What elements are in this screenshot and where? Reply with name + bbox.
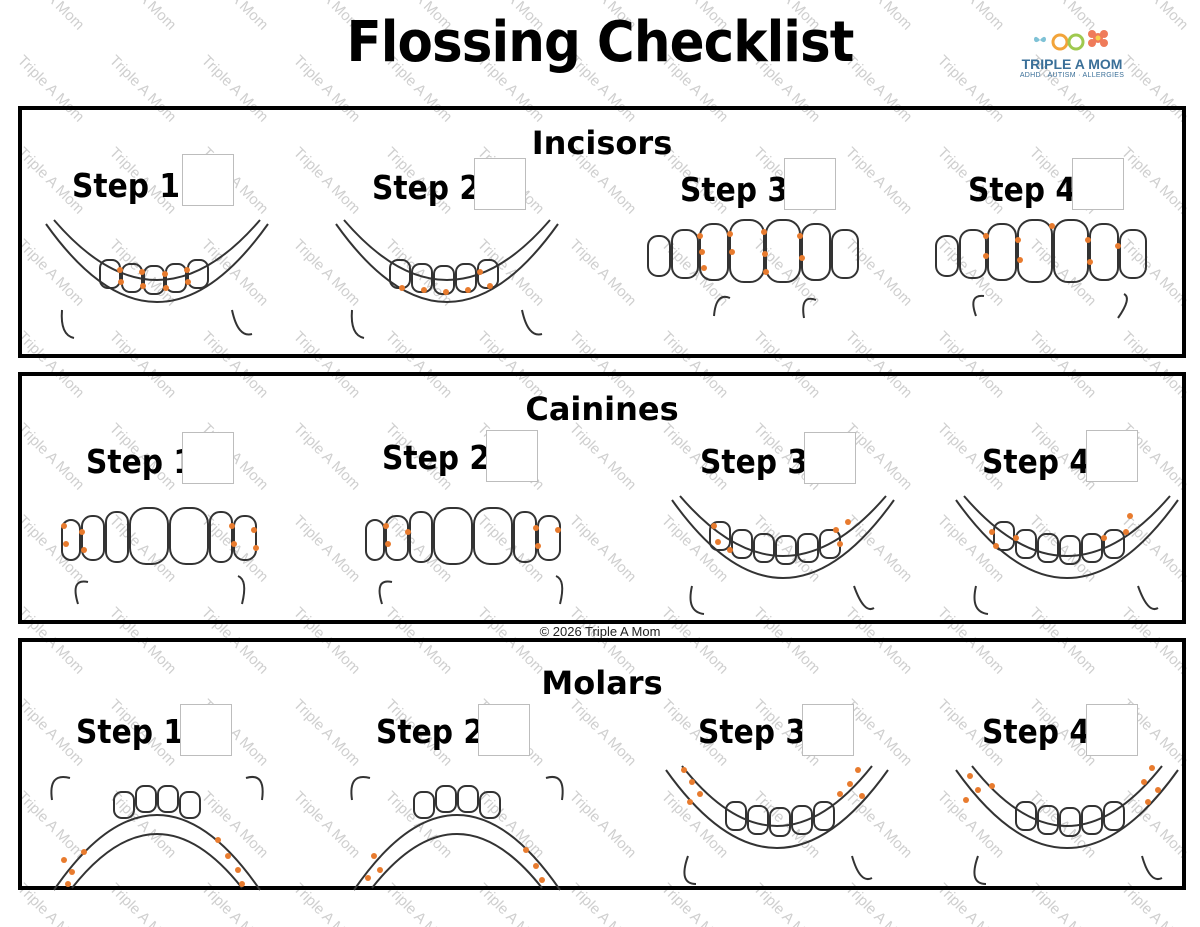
incisors-step-3: Step 3: [634, 146, 904, 366]
step-checkbox[interactable]: [182, 432, 234, 484]
logo-tagline: ADHD · AUTISM · ALLERGIES: [1019, 72, 1125, 79]
molars-step-4: Step 4: [942, 678, 1200, 898]
canines-step-2: Step 2: [342, 412, 612, 632]
step-checkbox[interactable]: [784, 158, 836, 210]
front-teeth-row-icon: [365, 507, 564, 605]
lower-arch-teeth-icon: [671, 495, 895, 615]
lower-arch-teeth-icon: [955, 765, 1179, 885]
brand-logo: TRIPLE A MOM ADHD · AUTISM · ALLERGIES: [1012, 26, 1132, 90]
molars-step-3: Step 3: [652, 678, 922, 898]
step-checkbox[interactable]: [1072, 158, 1124, 210]
step-label: Step 1: [86, 442, 194, 481]
step-checkbox[interactable]: [478, 704, 530, 756]
step-label: Step 3: [698, 712, 806, 751]
canines-step-4: Step 4: [942, 412, 1200, 632]
step-label: Step 3: [680, 170, 788, 209]
upper-arch-teeth-icon: [50, 776, 264, 891]
section-title: Incisors: [531, 124, 673, 162]
incisors-step-1: Step 1: [32, 146, 302, 366]
lower-arch-teeth-icon: [335, 219, 559, 339]
lower-arch-teeth-icon: [955, 495, 1179, 615]
step-label: Step 1: [72, 166, 180, 205]
canines-step-3: Step 3: [658, 412, 928, 632]
molars-step-2: Step 2: [332, 678, 602, 898]
canines-step-1: Step 1: [32, 412, 302, 632]
step-checkbox[interactable]: [802, 704, 854, 756]
upper-arch-teeth-icon: [350, 776, 564, 891]
step-checkbox[interactable]: [180, 704, 232, 756]
copyright-text: © 2026 Triple A Mom: [539, 624, 661, 639]
section-incisors: Incisors Step 1 Step 2: [18, 106, 1186, 358]
page-title: Flossing Checklist: [346, 10, 854, 75]
step-checkbox[interactable]: [486, 430, 538, 482]
molars-step-1: Step 1: [32, 678, 302, 898]
step-checkbox[interactable]: [804, 432, 856, 484]
step-label: Step 4: [982, 712, 1090, 751]
step-label: Step 1: [76, 712, 184, 751]
step-checkbox[interactable]: [182, 154, 234, 206]
section-title: Cainines: [525, 390, 679, 428]
front-teeth-row-icon: [647, 219, 859, 319]
front-teeth-row-icon: [935, 219, 1147, 319]
step-checkbox[interactable]: [474, 158, 526, 210]
incisors-step-2: Step 2: [322, 146, 592, 366]
butterfly-flower-icon: [1034, 30, 1108, 51]
logo-brand-text: TRIPLE A MOM: [1021, 56, 1123, 72]
step-checkbox[interactable]: [1086, 430, 1138, 482]
step-label: Step 4: [968, 170, 1076, 209]
section-canines: Cainines Step 1 Step 2: [18, 372, 1186, 624]
step-label: Step 2: [372, 168, 480, 207]
step-label: Step 2: [376, 712, 484, 751]
step-label: Step 4: [982, 442, 1090, 481]
step-checkbox[interactable]: [1086, 704, 1138, 756]
front-teeth-row-icon: [61, 507, 259, 605]
step-label: Step 2: [382, 438, 490, 477]
lower-arch-teeth-icon: [45, 219, 269, 339]
lower-arch-teeth-icon: [665, 765, 889, 885]
section-title: Molars: [541, 664, 663, 702]
incisors-step-4: Step 4: [922, 146, 1192, 366]
section-molars: Molars Step 1 Step 2: [18, 638, 1186, 891]
step-label: Step 3: [700, 442, 808, 481]
